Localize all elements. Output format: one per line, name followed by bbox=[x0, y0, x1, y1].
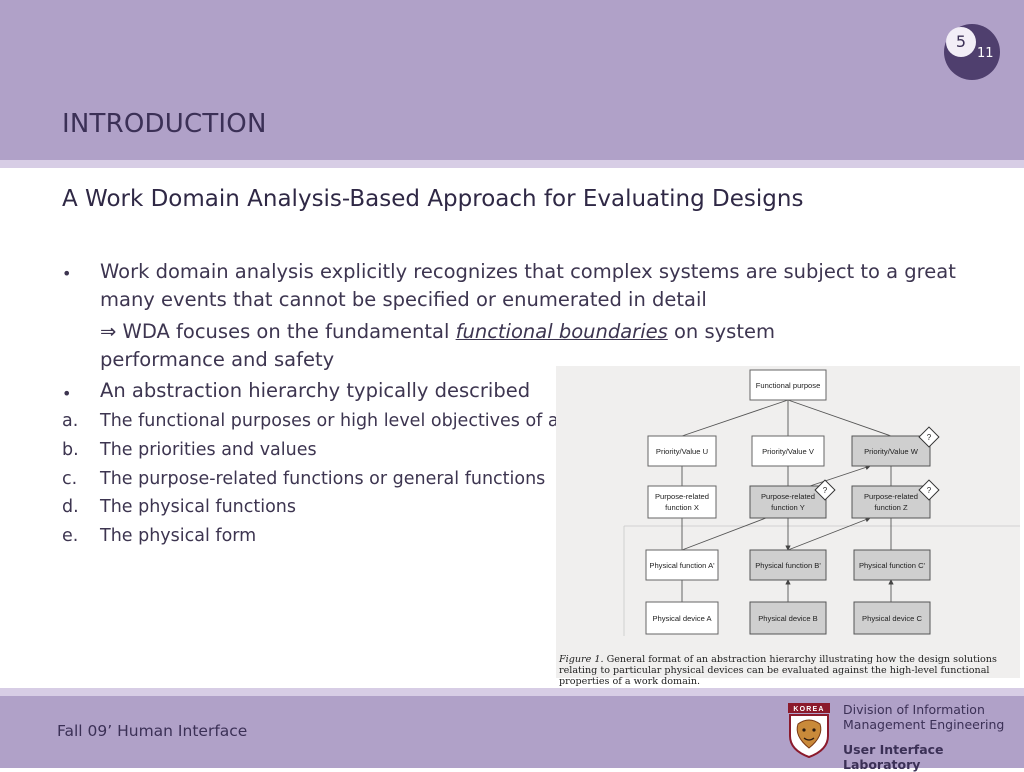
department-name-line1: Division of Information bbox=[843, 702, 985, 717]
slide-subtitle: A Work Domain Analysis-Based Approach fo… bbox=[62, 186, 804, 212]
node-box bbox=[647, 485, 717, 519]
implies-text-pre: WDA focuses on the fundamental bbox=[122, 320, 450, 343]
list-item: a. The functional purposes or high level … bbox=[62, 411, 678, 431]
bullet-marker: • bbox=[62, 384, 72, 403]
list-item-label: a. bbox=[62, 411, 79, 431]
node-box-shaded bbox=[853, 601, 931, 635]
node-label: function Y bbox=[771, 503, 805, 512]
course-name: Fall 09’ Human Interface bbox=[57, 722, 248, 740]
logo-wordmark: KOREA bbox=[793, 706, 824, 713]
bullet-work-domain: Work domain analysis explicitly recogniz… bbox=[100, 260, 956, 311]
department-name-line2: Management Engineering bbox=[843, 717, 1005, 732]
node-box-shaded bbox=[749, 549, 827, 581]
list-item-text: The functional purposes or high level ob… bbox=[100, 411, 678, 431]
connector-line bbox=[787, 399, 892, 437]
footer-stripe bbox=[0, 688, 1024, 696]
question-mark: ? bbox=[927, 486, 932, 495]
implies-text-post: on system performance and safety bbox=[100, 320, 775, 371]
node-box bbox=[751, 435, 825, 467]
header-stripe bbox=[0, 160, 1024, 168]
node-label: Purpose-related bbox=[864, 492, 918, 501]
list-item: b. The priorities and values bbox=[62, 440, 317, 460]
connector-line bbox=[681, 517, 767, 551]
list-item: d. The physical functions bbox=[62, 497, 296, 517]
list-item-label: c. bbox=[62, 469, 78, 489]
question-diamond: ? bbox=[814, 479, 836, 501]
list-item-text: The purpose-related functions or general… bbox=[100, 469, 546, 489]
list-item-text: The physical functions bbox=[100, 497, 297, 517]
total-page-count: 11 bbox=[977, 46, 994, 61]
list-item: c. The purpose-related functions or gener… bbox=[62, 469, 545, 489]
node-label: Physical device B bbox=[758, 614, 818, 623]
bullet-abstraction-hierarchy: An abstraction hierarchy typically descr… bbox=[100, 379, 531, 402]
node-box bbox=[749, 369, 827, 401]
bullet-marker: • bbox=[62, 264, 72, 283]
list-item-label: e. bbox=[62, 526, 79, 546]
node-box bbox=[647, 435, 717, 467]
korea-university-logo: KOREA bbox=[788, 703, 830, 758]
node-label: function X bbox=[665, 503, 699, 512]
node-box-shaded bbox=[749, 601, 827, 635]
implies-arrow: ⇒ bbox=[100, 320, 117, 343]
node-label: function Z bbox=[874, 503, 908, 512]
question-mark: ? bbox=[823, 486, 828, 495]
implication-line: ⇒ WDA focuses on the fundamental functio… bbox=[100, 318, 860, 374]
list-item-text: The priorities and values bbox=[100, 440, 317, 460]
connector-line bbox=[681, 399, 789, 437]
node-label: Purpose-related bbox=[655, 492, 709, 501]
list-item-label: b. bbox=[62, 440, 79, 460]
node-box-shaded bbox=[851, 435, 931, 467]
list-item-label: d. bbox=[62, 497, 79, 517]
node-label: Priority/Value U bbox=[656, 447, 708, 456]
question-diamond: ? bbox=[918, 479, 940, 501]
node-label: Physical device C bbox=[862, 614, 922, 623]
connector-arrow bbox=[809, 464, 871, 487]
header-band bbox=[0, 0, 1024, 160]
node-label: Physical function A' bbox=[649, 561, 715, 570]
list-item: e. The physical form bbox=[62, 526, 256, 546]
node-box-shaded bbox=[851, 485, 931, 519]
figure-caption: Figure 1. General format of an abstracti… bbox=[559, 654, 1019, 687]
figure-caption-label: Figure 1. bbox=[559, 654, 604, 665]
question-diamond: ? bbox=[918, 426, 940, 448]
node-label: Priority/Value V bbox=[762, 447, 815, 456]
node-box-shaded bbox=[749, 485, 827, 519]
slide-title: INTRODUCTION bbox=[62, 109, 267, 139]
node-box bbox=[645, 549, 719, 581]
node-label: Priority/Value W bbox=[864, 447, 919, 456]
figure-caption-text: General format of an abstraction hierarc… bbox=[559, 654, 997, 687]
functional-boundaries-emphasis: functional boundaries bbox=[455, 320, 668, 343]
node-box bbox=[645, 601, 719, 635]
list-item-text: The physical form bbox=[100, 526, 257, 546]
current-page-number: 5 bbox=[946, 27, 976, 57]
abstraction-hierarchy-diagram: Functional purpose Priority/Value U Prio… bbox=[623, 369, 1020, 636]
node-label: Physical device A bbox=[652, 614, 712, 623]
node-label: Purpose-related bbox=[761, 492, 815, 501]
abstraction-hierarchy-figure: Functional purpose Priority/Value U Prio… bbox=[556, 366, 1020, 687]
node-label: Physical function B' bbox=[755, 561, 821, 570]
page-number-badge: 5 11 bbox=[944, 24, 1000, 80]
footer-band bbox=[0, 696, 1024, 768]
node-label: Functional purpose bbox=[756, 381, 821, 390]
node-label: Physical function C' bbox=[859, 561, 926, 570]
question-mark: ? bbox=[927, 433, 932, 442]
node-box-shaded bbox=[853, 549, 931, 581]
connector-arrow bbox=[787, 517, 871, 551]
